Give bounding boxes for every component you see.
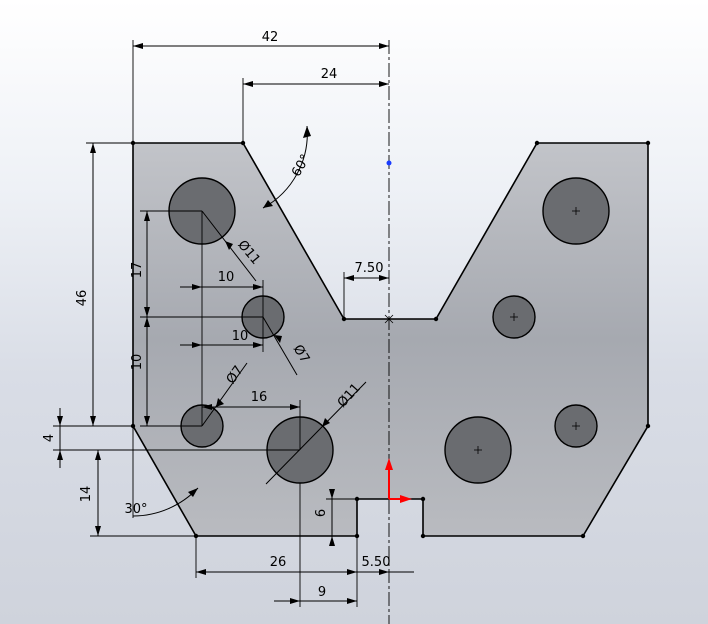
dim-42[interactable]: 42 <box>132 30 389 143</box>
svg-text:9: 9 <box>318 585 326 600</box>
svg-text:24: 24 <box>321 67 338 82</box>
svg-text:10: 10 <box>218 270 235 285</box>
svg-text:5.50: 5.50 <box>362 555 391 570</box>
svg-text:46: 46 <box>75 290 90 307</box>
dim-24[interactable]: 24 <box>242 67 389 143</box>
midpoint-marker <box>384 314 394 324</box>
svg-text:10: 10 <box>232 329 249 344</box>
dim-angle-30[interactable]: 30° <box>124 426 199 518</box>
dim-10-lower[interactable]: 10 <box>180 317 264 352</box>
svg-text:4: 4 <box>42 434 57 442</box>
hole-bottom-middle-right[interactable] <box>444 416 512 484</box>
svg-text:6: 6 <box>314 509 329 517</box>
dim-4[interactable]: 4 <box>42 408 300 468</box>
dim-18[interactable]: 10 <box>130 317 202 427</box>
dim-10-upper[interactable]: 10 <box>180 211 264 426</box>
dim-14[interactable]: 14 <box>79 450 196 537</box>
hole-bottom-right[interactable] <box>554 404 598 448</box>
centerline-point[interactable] <box>386 160 392 166</box>
dim-5-50[interactable]: 5.50 <box>357 555 414 575</box>
dim-7-50[interactable]: 7.50 <box>343 261 389 319</box>
svg-text:60°: 60° <box>289 152 314 179</box>
svg-text:16: 16 <box>251 390 268 405</box>
hole-top-right[interactable] <box>542 177 610 245</box>
svg-text:14: 14 <box>79 486 94 503</box>
svg-text:42: 42 <box>262 30 279 45</box>
svg-text:17: 17 <box>130 262 145 279</box>
hole-mid-right[interactable] <box>492 295 536 339</box>
dim-46[interactable]: 46 <box>75 142 133 427</box>
svg-text:7.50: 7.50 <box>355 261 384 276</box>
dim-6[interactable]: 6 <box>314 489 357 546</box>
origin-axes[interactable] <box>385 458 412 503</box>
svg-text:30°: 30° <box>124 502 147 517</box>
dim-9[interactable]: 9 <box>274 483 357 607</box>
svg-text:26: 26 <box>270 555 287 570</box>
dim-26[interactable]: 26 <box>195 536 358 607</box>
dim-17[interactable]: 17 <box>130 210 263 318</box>
svg-text:10: 10 <box>130 354 145 371</box>
dim-16[interactable]: 16 <box>202 390 301 450</box>
